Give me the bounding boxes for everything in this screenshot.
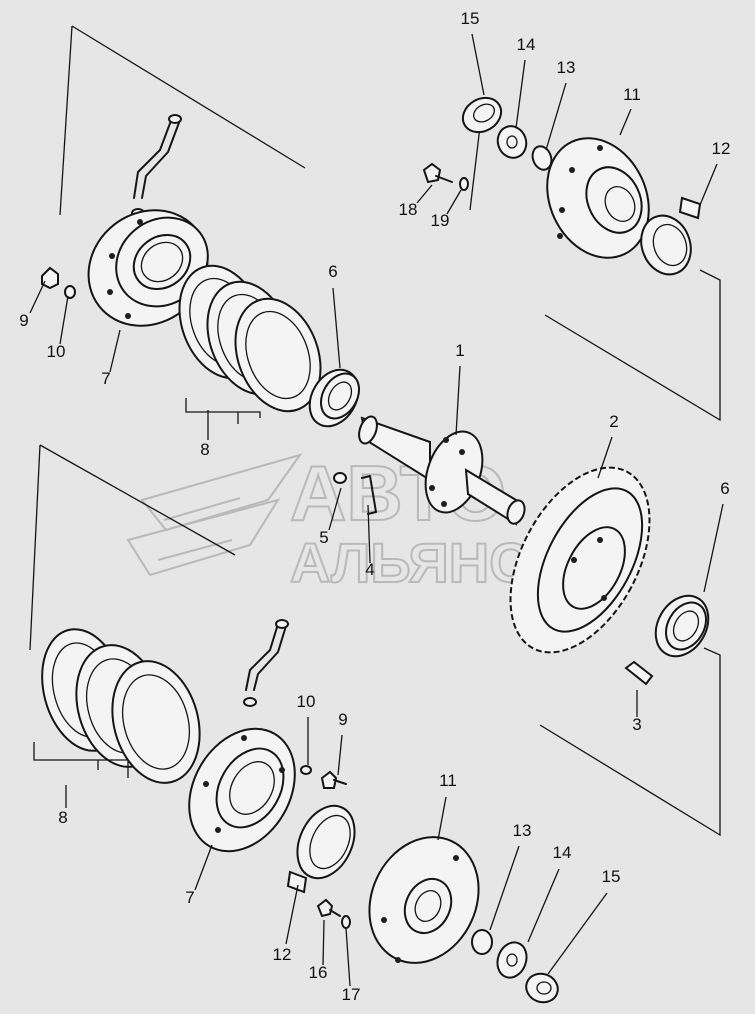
callout-c17: 17 [342, 985, 361, 1004]
callout-c1: 1 [455, 341, 464, 360]
callout-c4: 4 [365, 560, 374, 579]
leader-line-c7b [194, 844, 213, 891]
callout-c11b: 11 [439, 771, 457, 790]
leader-line-c11a [619, 108, 632, 136]
callout-labels: 1514131112181991076126854310981113141571… [19, 9, 730, 1004]
leader-line-c12b [285, 884, 299, 945]
leader-line-c13b [489, 845, 520, 931]
leader-line-c17 [345, 927, 351, 987]
callout-c9b: 9 [338, 710, 347, 729]
callout-c2: 2 [609, 412, 618, 431]
bearing-upper [308, 368, 360, 428]
leader-line-c10a [59, 295, 69, 345]
watermark-line2: АЛЬЯНС [290, 531, 530, 594]
leader-line-c13a [545, 82, 567, 151]
lower-right-cover [286, 804, 559, 1004]
callout-c13a: 13 [557, 58, 576, 77]
brake-housing-lower [188, 619, 347, 853]
callout-c5: 5 [319, 528, 328, 547]
leader-line-c6a [332, 287, 341, 369]
callout-c13b: 13 [513, 821, 532, 840]
callout-c12a: 12 [712, 139, 731, 158]
leader-line-c16 [322, 919, 325, 966]
leader-line-c14a [515, 59, 526, 129]
callout-c10b: 10 [297, 692, 316, 711]
leader-line-c15b [547, 892, 608, 975]
shaft-assembly [333, 415, 526, 526]
leader-line-c5 [328, 487, 342, 531]
callout-c7a: 7 [101, 369, 110, 388]
leader-line-c14b [527, 868, 560, 943]
callout-c6b: 6 [720, 479, 729, 498]
upper-right-cover [422, 96, 702, 276]
callout-c15b: 15 [602, 867, 621, 886]
callout-c8a: 8 [200, 440, 209, 459]
callout-c16: 16 [309, 963, 328, 982]
bearing-right [654, 594, 710, 658]
leader-line-c18 [416, 184, 433, 204]
brake-discs-upper [178, 264, 322, 424]
callout-c19: 19 [431, 211, 450, 230]
callout-c11a: 11 [623, 85, 641, 104]
assembly-lines [29, 25, 721, 837]
leader-line-c2 [597, 436, 613, 479]
callout-c3: 3 [632, 715, 641, 734]
callout-c10a: 10 [47, 342, 66, 361]
leader-line-c19 [446, 189, 462, 215]
callout-c6a: 6 [328, 262, 337, 281]
leader-line-c7a [109, 329, 121, 373]
callout-c14a: 14 [517, 35, 536, 54]
callout-c15a: 15 [461, 9, 480, 28]
callout-c12b: 12 [273, 945, 292, 964]
leader-line-c1 [455, 365, 461, 436]
leader-line-c11b [437, 796, 447, 841]
leader-line-c6b [703, 503, 724, 593]
callout-c14b: 14 [553, 843, 572, 862]
callout-c9a: 9 [19, 311, 28, 330]
callout-c8b: 8 [58, 808, 67, 827]
leader-line-c12a [699, 163, 718, 206]
bevel-gear [509, 466, 654, 686]
leader-line-c9a [29, 280, 46, 314]
leader-line-c15a [471, 33, 485, 96]
callout-c18: 18 [399, 200, 418, 219]
leader-line-c9b [337, 734, 343, 776]
callout-c7b: 7 [185, 888, 194, 907]
brake-discs-lower [33, 628, 201, 784]
leader-line-c4 [367, 504, 371, 564]
